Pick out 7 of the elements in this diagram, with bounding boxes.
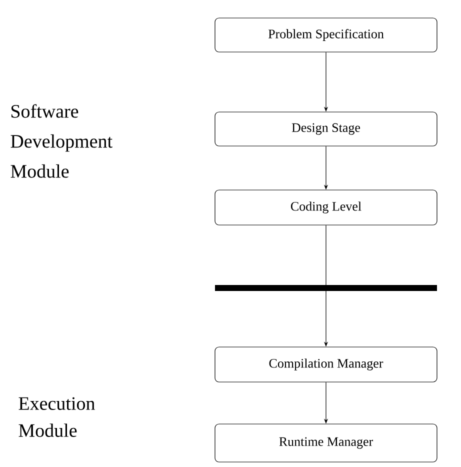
- module-label: Software Development Module: [10, 104, 112, 178]
- process-box: Problem Specification: [214, 18, 438, 52]
- process-box: Design Stage: [214, 112, 438, 146]
- module-label: Execution Module: [18, 397, 95, 437]
- process-box: Runtime Manager: [214, 424, 438, 462]
- process-box: Coding Level: [214, 190, 438, 226]
- process-box: Compilation Manager: [214, 346, 438, 382]
